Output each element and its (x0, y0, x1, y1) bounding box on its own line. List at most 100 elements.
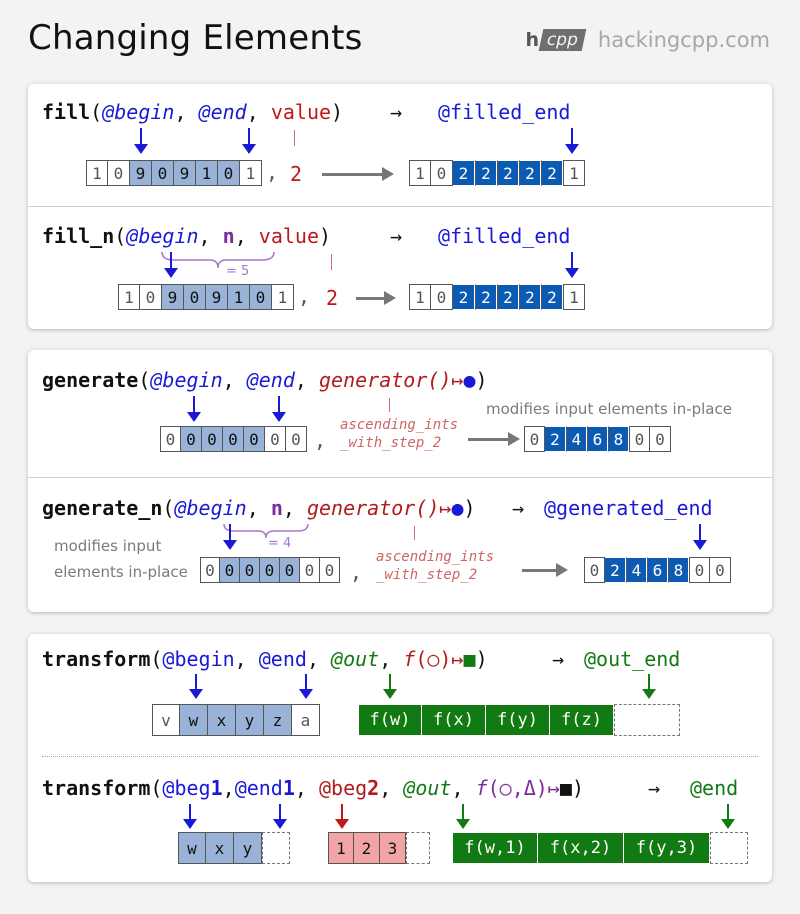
site-link[interactable]: hackingcpp.com (597, 28, 770, 52)
function-args: (○) (415, 647, 452, 671)
cell: 1 (86, 160, 108, 186)
cell: 0 (202, 426, 223, 452)
cell: 0 (629, 426, 650, 452)
sep: , (246, 496, 271, 520)
beg1-arrow (183, 804, 197, 829)
generate-n-fn-name: generate_n (42, 496, 163, 520)
cell: 0 (300, 557, 320, 583)
sep: , (246, 100, 271, 124)
paren: ( (150, 776, 163, 800)
cell: 2 (453, 284, 475, 310)
cell: 2 (519, 160, 541, 186)
fill-result: @filled_end (438, 100, 571, 124)
end-param: @end (258, 647, 307, 671)
cell: 0 (108, 160, 130, 186)
cell: 0 (244, 426, 265, 452)
end1-arrow (273, 804, 287, 829)
function-param: f (475, 776, 488, 800)
generate-n-return-arrow: → (512, 496, 525, 520)
generator-note: ascending_ints_with_step_2 (340, 416, 458, 452)
cell: y (234, 832, 262, 864)
flow-arrow (468, 432, 520, 446)
cell: 0 (286, 426, 307, 452)
generate-fn-name: generate (42, 368, 139, 392)
cell: f(z) (550, 704, 614, 736)
maps-to-symbol: ↦ (439, 496, 452, 520)
function-param: f (403, 647, 416, 671)
generate-n-output-range: 0 2 4 6 8 0 0 (584, 557, 731, 583)
cell: 3 (380, 832, 406, 864)
cell: 0 (218, 160, 240, 186)
cell: 0 (524, 426, 545, 452)
paren: ( (162, 496, 175, 520)
empty-cell (406, 832, 430, 864)
empty-cell (710, 832, 748, 864)
fill-n-return-arrow: → (390, 224, 403, 248)
paren: ( (114, 224, 127, 248)
gen-tick (389, 398, 390, 412)
fill-n-value: 2 (326, 286, 339, 310)
cell: 2 (519, 284, 541, 310)
beg2-arrow (335, 804, 349, 829)
sep: , (282, 496, 307, 520)
out-end-arrow (642, 674, 656, 699)
cell: 0 (220, 557, 240, 583)
value-param: value (258, 224, 319, 248)
end-param: @end (246, 368, 295, 392)
cell: 0 (200, 557, 220, 583)
end-param: @end (198, 100, 247, 124)
in-place-note: modifies input elements in-place (486, 400, 732, 418)
generate-input-range: 0 0 0 0 0 0 0 (160, 426, 307, 452)
logo-h: h (525, 29, 539, 51)
fill-signature: fill(@begin, @end, value) (42, 100, 343, 124)
maps-to-symbol: ↦ (547, 776, 560, 800)
cell: 0 (152, 160, 174, 186)
out-end-arrow (721, 804, 735, 829)
cell: 1 (272, 284, 294, 310)
site-logo: h cpp (525, 29, 587, 51)
empty-cell (614, 704, 680, 736)
cell: 0 (689, 557, 710, 583)
cell: 0 (710, 557, 731, 583)
begin-param: @begin (162, 647, 235, 671)
n-brace (223, 523, 309, 539)
out-param: @out (331, 647, 380, 671)
sep: , (174, 100, 199, 124)
cell: 9 (130, 160, 152, 186)
maps-to-symbol: ↦ (451, 368, 464, 392)
sep: , (306, 647, 332, 671)
fill-n-fn-name: fill_n (42, 224, 115, 248)
in-place-note: modifies input elements in-place (54, 533, 188, 585)
result-arrow (565, 252, 579, 278)
generate-output-range: 0 2 4 6 8 0 0 (524, 426, 671, 452)
fill-return-arrow: → (390, 100, 403, 124)
cell: f(w) (358, 704, 422, 736)
gen-note-line: _with_step_2 (376, 567, 478, 583)
sep: , (379, 776, 404, 800)
cell: 9 (162, 284, 184, 310)
value-tick (294, 130, 295, 146)
function-args: (○,Δ) (487, 776, 548, 800)
paren: ) (475, 647, 488, 671)
cell: f(y) (486, 704, 550, 736)
end-arrow (272, 396, 286, 422)
note-line: elements in-place (54, 563, 188, 581)
fill-n-input-range: 1 0 9 0 9 1 0 1 (118, 284, 294, 310)
note-line: modifies input (54, 537, 162, 555)
cell: x (208, 704, 236, 736)
flow-arrow (322, 167, 394, 181)
n-param: n (270, 496, 283, 520)
sep: , (294, 776, 319, 800)
begin-param: @begin (150, 368, 223, 392)
brand[interactable]: h cpp hackingcpp.com (525, 28, 770, 52)
cell: 1 (563, 284, 585, 310)
cell: 4 (566, 426, 587, 452)
cell: 2 (545, 426, 566, 452)
gen-note-line: ascending_ints (340, 417, 459, 433)
begin-arrow (189, 674, 203, 699)
cell: 1 (409, 284, 431, 310)
cell: 1 (563, 160, 585, 186)
transform-binary-signature: transform(@beg1,@end1, @beg2, @out, f(○,… (42, 776, 584, 800)
cell: 0 (223, 426, 244, 452)
gen-note-line: ascending_ints (376, 549, 495, 565)
